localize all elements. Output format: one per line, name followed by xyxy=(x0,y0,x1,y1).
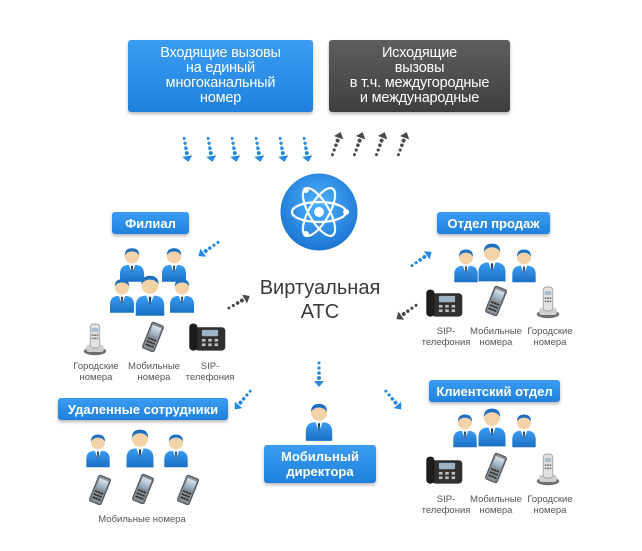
client-devices xyxy=(426,452,560,486)
sales-label: Отдел продаж xyxy=(437,212,550,234)
sales-caption-city: Городские номера xyxy=(527,326,573,348)
atom-icon xyxy=(277,170,361,254)
branch-people xyxy=(110,248,194,316)
branch-devices xyxy=(83,321,226,356)
outgoing-arrows xyxy=(327,130,412,158)
sales-caption-mobile: Мобильные номера xyxy=(470,326,522,348)
client-label: Клиентский отдел xyxy=(429,380,560,402)
branch-caption-sip: SIP- телефония xyxy=(185,361,235,383)
director-label: Мобильный директора xyxy=(264,445,376,483)
client-caption-city: Городские номера xyxy=(527,494,573,516)
branch-label: Филиал xyxy=(112,212,189,234)
sales-devices xyxy=(426,285,560,319)
incoming-calls-box: Входящие вызовы на единый многоканальный… xyxy=(128,40,313,112)
outgoing-calls-box: Исходящие вызовы в т.ч. междугородные и … xyxy=(329,40,510,112)
client-caption-sip: SIP- телефония xyxy=(421,494,471,516)
center-title: Виртуальная АТС xyxy=(259,277,381,323)
remote-caption: Мобильные номера xyxy=(98,514,186,525)
remote-devices xyxy=(88,473,200,506)
sales-caption-sip: SIP- телефония xyxy=(421,326,471,348)
sales-people xyxy=(454,243,536,283)
remote-label: Удаленные сотрудники xyxy=(58,398,228,420)
incoming-arrows xyxy=(178,135,314,163)
link-arrows xyxy=(195,237,435,413)
branch-caption-city: Городские номера xyxy=(73,361,119,383)
branch-caption-mobile: Мобильные номера xyxy=(128,361,180,383)
remote-people xyxy=(86,429,188,468)
client-caption-mobile: Мобильные номера xyxy=(470,494,522,516)
director-person xyxy=(305,403,333,441)
client-people xyxy=(453,408,536,448)
